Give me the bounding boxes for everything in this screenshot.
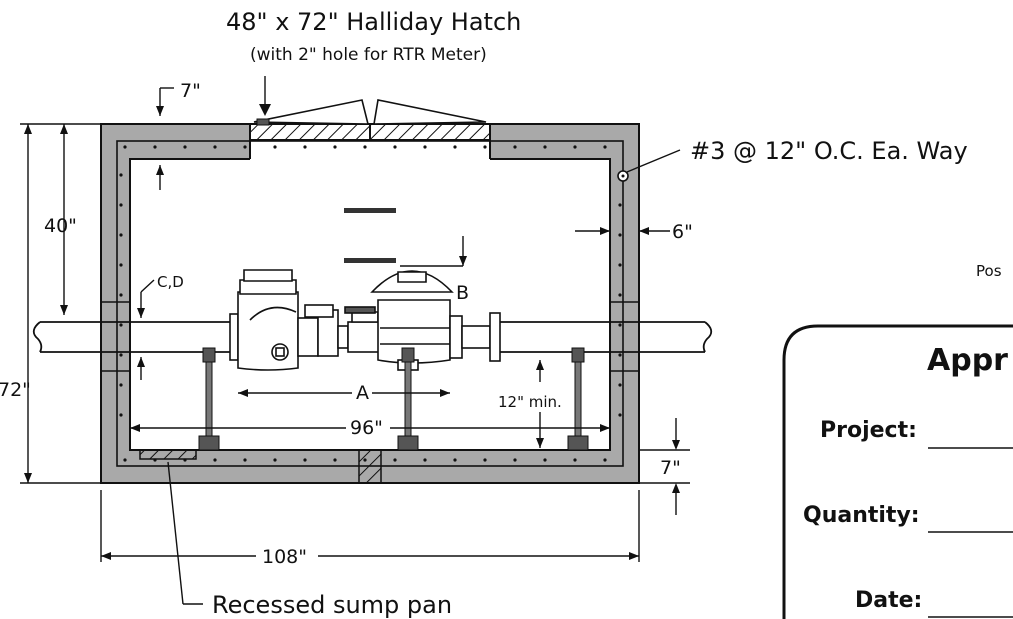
rebar-dot	[453, 145, 457, 149]
pipe-support	[567, 347, 589, 451]
rebar-dot	[453, 458, 457, 462]
rebar-dot	[243, 145, 247, 149]
overall-length-dimension: 108"	[262, 546, 307, 568]
pipe-supports	[198, 347, 589, 451]
pipe-height-dimension: 40"	[44, 215, 77, 237]
rebar-dot	[119, 293, 123, 297]
rebar-dot	[119, 173, 123, 177]
rebar-dot	[123, 145, 127, 149]
rebar-dot	[483, 458, 487, 462]
rebar-dot	[543, 458, 547, 462]
top-slab-dimension: 7"	[180, 80, 201, 102]
rebar-dot	[273, 458, 277, 462]
hatch-lid	[249, 99, 491, 141]
rebar-dot	[393, 458, 397, 462]
ladder-rungs	[344, 208, 396, 263]
rebar-dot	[618, 263, 622, 267]
rebar-dot	[119, 263, 123, 267]
bottom-slab-dimension: 7"	[660, 457, 681, 479]
rebar-dot	[119, 323, 123, 327]
rebar-dot	[183, 145, 187, 149]
rebar-dots	[119, 145, 622, 462]
rebar-dot	[153, 145, 157, 149]
partial-text: Pos	[976, 262, 1002, 280]
rebar-dot	[603, 145, 607, 149]
form-label-quantity: Quantity:	[803, 503, 920, 528]
rebar-dot	[303, 458, 307, 462]
form-title: Appr	[927, 343, 1008, 378]
rebar-dot	[543, 145, 547, 149]
sump-note: Recessed sump pan	[212, 591, 452, 619]
rebar-dot	[618, 293, 622, 297]
rebar-dot	[243, 458, 247, 462]
form-label-project: Project:	[820, 418, 917, 443]
rebar-dot	[303, 145, 307, 149]
rebar-dot	[363, 145, 367, 149]
rebar-dot	[333, 145, 337, 149]
wall-dimension: 6"	[672, 221, 693, 243]
b-label: B	[456, 282, 469, 304]
rebar-dot	[483, 145, 487, 149]
rebar-dot	[213, 458, 217, 462]
rebar-dot	[393, 145, 397, 149]
rebar-dot	[618, 383, 622, 387]
hatch-title: 48" x 72" Halliday Hatch	[226, 8, 521, 36]
backflow-assembly	[229, 269, 501, 371]
rebar-dot	[119, 233, 123, 237]
rebar-dot	[513, 145, 517, 149]
arrowheads	[24, 104, 680, 560]
rebar-dot	[618, 233, 622, 237]
form-label-date: Date:	[855, 588, 922, 613]
rebar-dot	[618, 353, 622, 357]
rebar-dot	[119, 383, 123, 387]
rebar-note: #3 @ 12" O.C. Ea. Way	[690, 137, 968, 165]
rebar-dot	[603, 458, 607, 462]
pipe-support	[198, 347, 220, 451]
pipe-support	[397, 347, 419, 451]
a-label: A	[356, 382, 369, 404]
inside-length-dimension: 96"	[350, 417, 383, 439]
rebar-dot	[423, 458, 427, 462]
clearance-dimension: 12" min.	[498, 393, 562, 411]
rebar-dot	[423, 145, 427, 149]
rebar-dot	[618, 323, 622, 327]
rebar-dot	[573, 458, 577, 462]
rebar-dot	[119, 353, 123, 357]
rebar-dot	[573, 145, 577, 149]
cd-label: C,D	[157, 273, 184, 291]
rebar-dot	[213, 145, 217, 149]
rebar-dot	[618, 203, 622, 207]
hatch-subtitle: (with 2" hole for RTR Meter)	[250, 45, 487, 65]
dimension-lines	[20, 76, 690, 605]
approval-form: Appr Project: Quantity: Date:	[782, 324, 1013, 619]
rebar-dot	[119, 413, 123, 417]
rebar-dot	[513, 458, 517, 462]
rebar-dot	[119, 203, 123, 207]
overall-height-dimension: 72"	[0, 379, 31, 401]
rebar-dot	[123, 458, 127, 462]
rebar-dot	[273, 145, 277, 149]
rebar-dot	[618, 413, 622, 417]
rebar-dot	[333, 458, 337, 462]
sump-pan	[139, 449, 382, 484]
